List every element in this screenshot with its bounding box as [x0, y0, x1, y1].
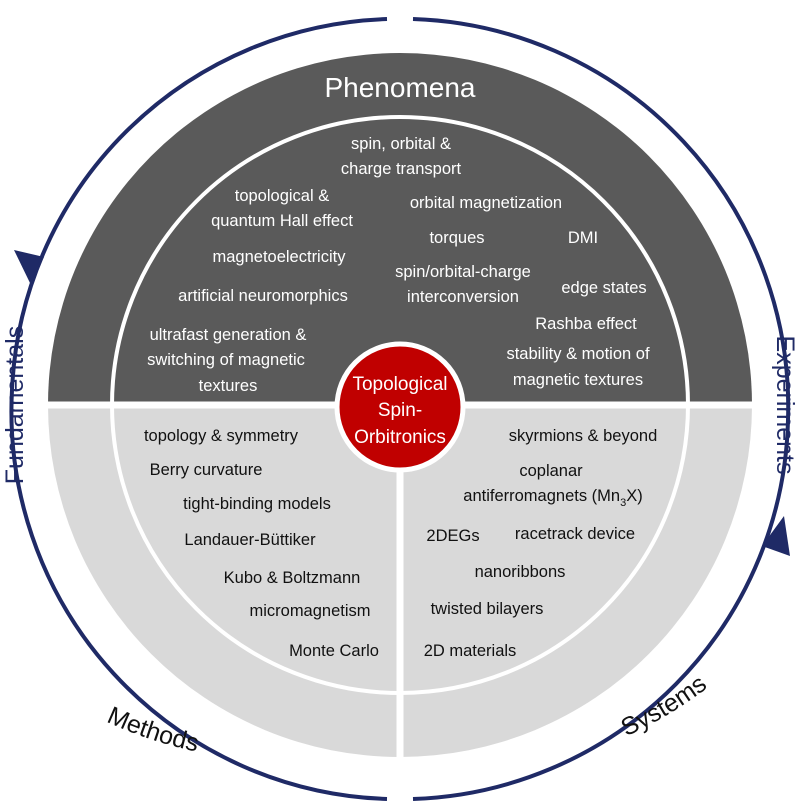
phenomenon-interconversion-line-1: spin/orbital-charge — [395, 263, 531, 281]
method-item: Landauer-Büttiker — [184, 531, 316, 549]
right-arrowhead-icon — [762, 516, 790, 556]
inner-ring — [110, 115, 690, 695]
phenomenon-dmi: DMI — [568, 229, 598, 247]
phenomenon-hall-line-1: topological & — [235, 187, 329, 205]
phenomenon-ultrafast-line-3: textures — [199, 377, 258, 395]
phenomenon-ultrafast-line-2: switching of magnetic — [147, 351, 305, 369]
system-skyrmions: skyrmions & beyond — [509, 427, 658, 445]
systems-title: Systems — [617, 670, 712, 742]
method-item: Monte Carlo — [289, 642, 379, 660]
right-arrow-arc — [412, 17, 791, 801]
system-racetrack-device: racetrack device — [515, 525, 635, 543]
phenomenon-stability-line-2: magnetic textures — [513, 371, 643, 389]
center-line-1: Topological — [352, 374, 447, 395]
experiments-label: Experiments — [771, 336, 799, 475]
center-circle — [334, 341, 466, 473]
center-line-2: Spin- — [378, 400, 422, 421]
methods-band — [48, 405, 400, 757]
method-item: Kubo & Boltzmann — [224, 569, 361, 587]
phenomenon-magnetoelectricity: magnetoelectricity — [213, 248, 347, 266]
fundamentals-label: Fundamentals — [1, 326, 29, 484]
phenomenon-orbital-magnetization: orbital magnetization — [410, 194, 562, 212]
system-coplanar: coplanar — [519, 462, 583, 480]
system-nanoribbons: nanoribbons — [475, 563, 566, 581]
phenomenon-torques: torques — [429, 229, 484, 247]
system-antiferromagnets: antiferromagnets (Mn3X) — [463, 487, 642, 509]
system-2degs: 2DEGs — [426, 527, 479, 545]
phenomenon-edge-states: edge states — [561, 279, 646, 297]
phenomenon-neuromorphics: artificial neuromorphics — [178, 287, 348, 305]
phenomenon-transport-line-1: spin, orbital & — [351, 135, 451, 153]
left-arrow-arc — [9, 17, 388, 801]
phenomenon-ultrafast-line-1: ultrafast generation & — [150, 326, 307, 344]
systems-band — [400, 405, 752, 757]
phenomenon-stability-line-1: stability & motion of — [506, 345, 649, 363]
phenomena-band — [48, 53, 752, 405]
method-item: tight-binding models — [183, 495, 331, 513]
system-2d-materials: 2D materials — [424, 642, 517, 660]
method-item: Berry curvature — [150, 461, 263, 479]
phenomenon-hall-line-2: quantum Hall effect — [211, 212, 353, 230]
left-arrowhead-icon — [14, 250, 44, 283]
method-item: micromagnetism — [249, 602, 370, 620]
system-twisted-bilayers: twisted bilayers — [431, 600, 544, 618]
center-line-3: Orbitronics — [354, 427, 446, 448]
phenomenon-rashba: Rashba effect — [535, 315, 637, 333]
phenomenon-transport-line-2: charge transport — [341, 160, 462, 178]
method-item: topology & symmetry — [144, 427, 299, 445]
phenomenon-interconversion-line-2: interconversion — [407, 288, 519, 306]
phenomena-title: Phenomena — [324, 72, 475, 103]
